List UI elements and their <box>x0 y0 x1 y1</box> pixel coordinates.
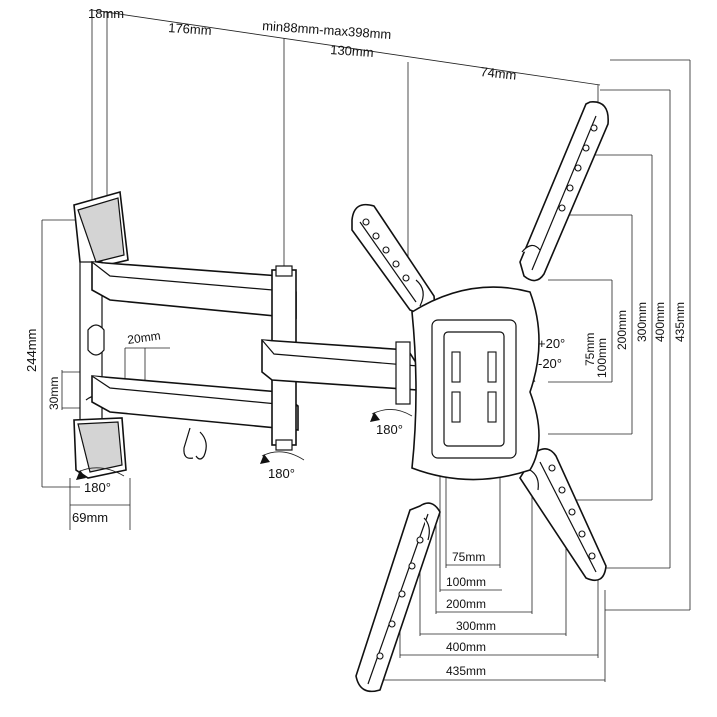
dim-v75: 75mm <box>583 333 597 366</box>
dim-176: 176mm <box>168 20 212 38</box>
dim-h200: 200mm <box>446 597 486 611</box>
dim-v435: 435mm <box>673 302 687 342</box>
dim-range: min88mm-max398mm <box>262 18 392 42</box>
dim-v400: 400mm <box>653 302 667 342</box>
dim-74: 74mm <box>480 64 517 83</box>
rot-arm-180: 180° <box>268 466 295 481</box>
rot-wall-180: 180° <box>84 480 111 495</box>
dim-h435: 435mm <box>446 664 486 678</box>
tilt-up: +20° <box>538 336 565 351</box>
rot-plate-180: 180° <box>376 422 403 437</box>
dim-30: 30mm <box>47 377 61 410</box>
dim-h400: 400mm <box>446 640 486 654</box>
dim-130: 130mm <box>330 42 374 60</box>
dimension-lines <box>41 9 691 682</box>
dim-h75: 75mm <box>452 550 485 564</box>
bracket-holes <box>362 124 598 660</box>
dim-h300: 300mm <box>456 619 496 633</box>
dim-h100: 100mm <box>446 575 486 589</box>
hook-accessory <box>183 427 207 460</box>
dim-v300: 300mm <box>635 302 649 342</box>
swing-arms <box>91 261 419 451</box>
dim-244: 244mm <box>24 329 39 372</box>
dim-20: 20mm <box>126 328 161 347</box>
rotation-arrows <box>76 409 413 480</box>
tilt-down: -20° <box>538 356 562 371</box>
dim-18: 18mm <box>88 6 124 21</box>
dim-v200: 200mm <box>615 310 629 350</box>
dim-v100: 100mm <box>595 338 609 378</box>
dim-69: 69mm <box>72 510 108 525</box>
wall-plate <box>73 190 129 479</box>
